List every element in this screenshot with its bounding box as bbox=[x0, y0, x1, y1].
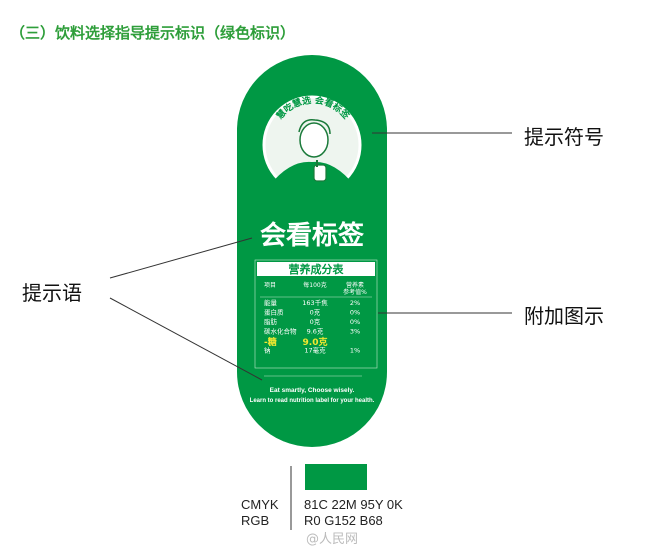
table-cell-nrv: 0% bbox=[350, 318, 360, 326]
table-frame bbox=[254, 259, 378, 369]
table-header-nrv-2: 参考值% bbox=[343, 288, 367, 296]
table-cell-value: 9.6克 bbox=[307, 328, 324, 336]
table-rows: 能量 163千焦 2% 蛋白质 0克 0% 脂肪 0克 0% 碳水化合物 9.6克 3% -糖 9.0克钠… bbox=[264, 298, 360, 355]
slogan-line-1: Eat smartly, Choose wisely. bbox=[270, 387, 355, 394]
cmyk-value: 81C 22M 95Y 0K bbox=[304, 497, 403, 512]
table-cell-nrv: 3% bbox=[350, 328, 360, 336]
table-cell-nrv: 0% bbox=[350, 309, 360, 317]
table-title: 营养成分表 bbox=[289, 262, 345, 276]
table-header-per: 每100克 bbox=[303, 281, 326, 289]
table-cell-name: 蛋白质 bbox=[264, 308, 284, 317]
table-cell-value: 9.0克 bbox=[303, 336, 328, 348]
leader-phrase-top bbox=[109, 237, 253, 279]
table-cell-name: -糖 bbox=[264, 336, 277, 348]
table-cell-value: 17毫克 bbox=[304, 346, 326, 355]
label-shape: 慧吃慧选 会看标签 会看标签 营养成分表 项目 每100克 营养素 参考值% 能… bbox=[237, 55, 387, 447]
page-title: （三）饮料选择指导提示标识（绿色标识） bbox=[10, 24, 296, 42]
slogan-line-2: Learn to read nutrition label for your h… bbox=[250, 398, 375, 404]
table-cell-name: 能量 bbox=[264, 298, 278, 307]
table-cell-value: 0克 bbox=[310, 318, 321, 326]
cmyk-label: CMYK bbox=[241, 497, 279, 512]
table-header-item: 项目 bbox=[264, 282, 276, 289]
table-cell-value: 163千焦 bbox=[302, 298, 328, 307]
leader-phrase-bottom bbox=[109, 297, 263, 381]
callout-graphic: 附加图示 bbox=[524, 304, 604, 328]
color-swatch bbox=[305, 464, 367, 490]
table-title-bar bbox=[257, 262, 375, 276]
table-header-nrv-1: 营养素 bbox=[346, 281, 364, 289]
callout-symbol: 提示符号 bbox=[524, 125, 604, 149]
leader-lines bbox=[109, 132, 512, 530]
table-cell-nrv: 1% bbox=[350, 347, 360, 355]
table-cell-name: 钠 bbox=[264, 346, 271, 355]
label-headline: 会看标签 bbox=[260, 220, 365, 251]
table-cell-name: 碳水化合物 bbox=[264, 327, 297, 336]
callout-phrase: 提示语 bbox=[22, 281, 82, 305]
table-cell-name: 脂肪 bbox=[264, 317, 278, 326]
rgb-label: RGB bbox=[241, 513, 270, 528]
table-cell-nrv: 2% bbox=[350, 299, 360, 307]
person-illustration bbox=[270, 119, 354, 196]
watermark: @人民网 bbox=[306, 532, 359, 547]
rgb-value: R0 G152 B68 bbox=[304, 513, 383, 528]
table-cell-value: 0克 bbox=[310, 309, 321, 317]
